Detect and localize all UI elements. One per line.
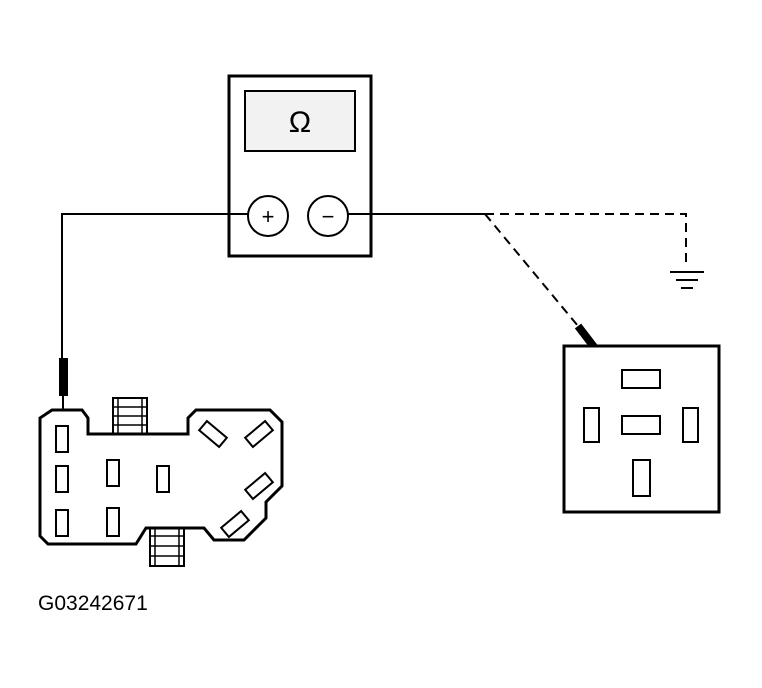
probe-tip-icon — [59, 358, 68, 396]
negative-symbol: − — [322, 204, 335, 229]
ohmmeter: Ω + − — [227, 74, 373, 258]
ohm-symbol: Ω — [289, 106, 311, 139]
positive-terminal — [247, 195, 289, 237]
negative-terminal — [307, 195, 349, 237]
positive-lead — [59, 213, 248, 418]
relay-socket — [562, 344, 721, 514]
positive-symbol: + — [262, 204, 275, 229]
ground-icon — [670, 271, 704, 289]
figure-code: G03242671 — [38, 592, 148, 615]
harness-connector — [38, 397, 284, 567]
